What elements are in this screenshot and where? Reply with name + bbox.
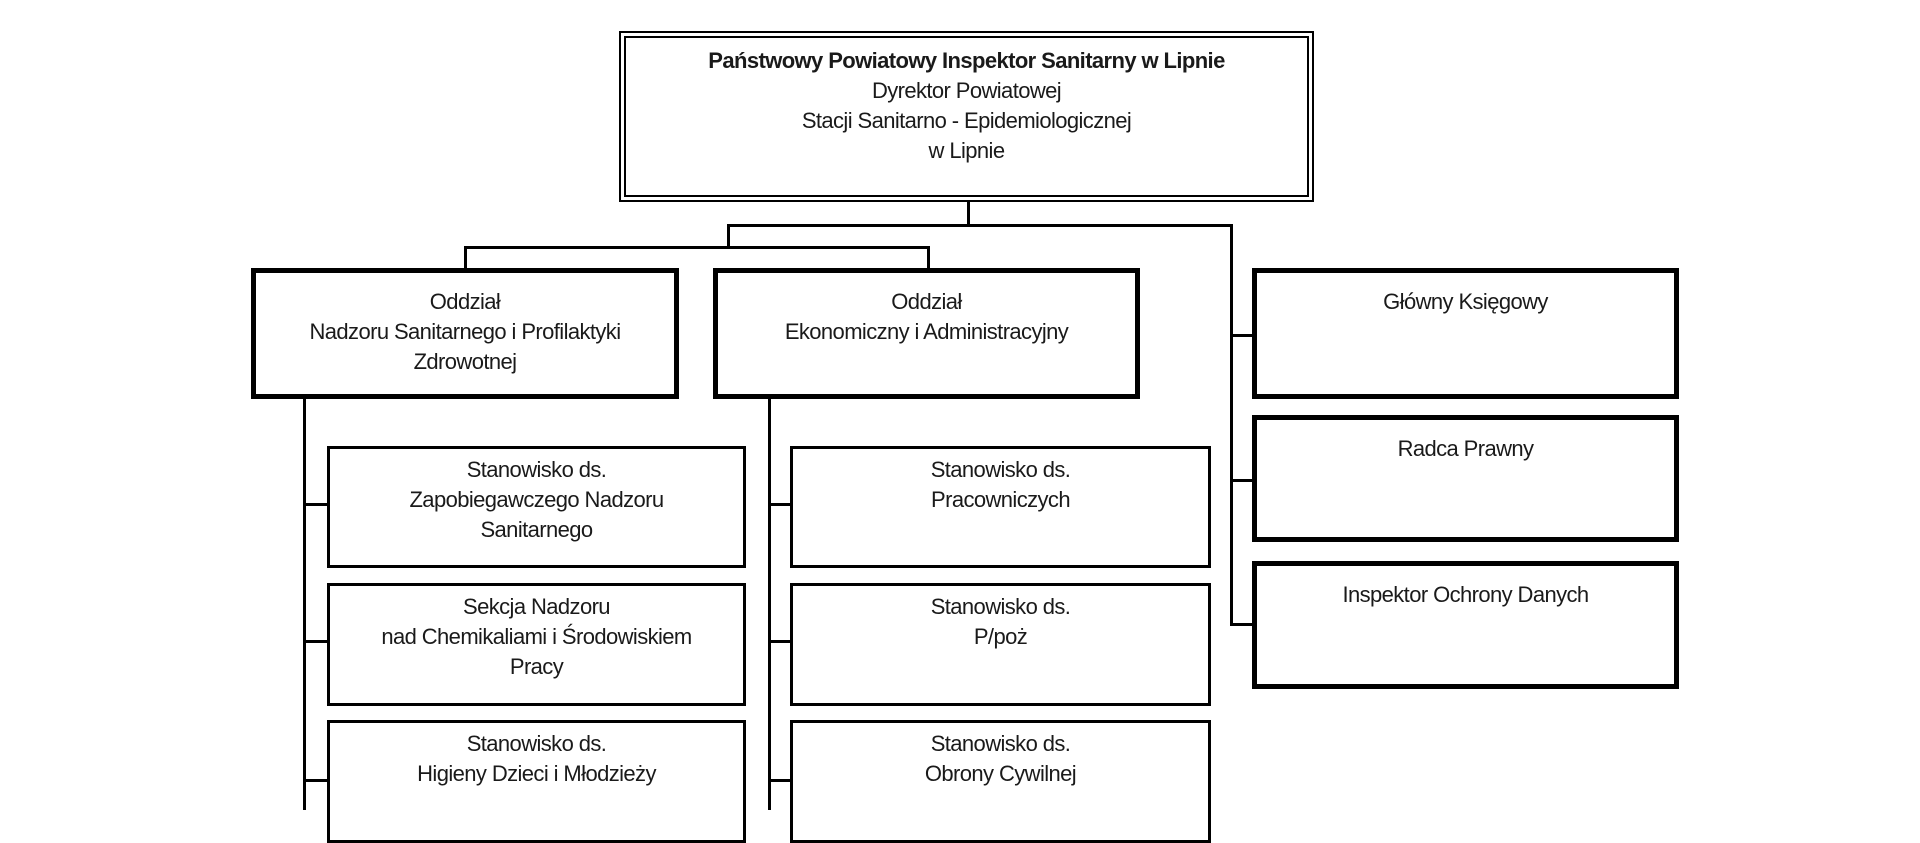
connector-unit-1-3 — [303, 779, 329, 782]
unit-box-preventive-supervision: Stanowisko ds. Zapobiegawczego Nadzoru S… — [327, 446, 746, 568]
connector-unit-1-2 — [303, 640, 329, 643]
connector-unit-2-1 — [768, 503, 792, 506]
connector-unit-2-2 — [768, 640, 792, 643]
position-label: Inspektor Ochrony Danych — [1342, 582, 1589, 607]
connector-dept-branch — [464, 246, 930, 249]
unit-label: Stanowisko ds. — [930, 594, 1071, 619]
unit-label: Pracowniczych — [931, 487, 1071, 512]
head-line: Stacji Sanitarno - Epidemiologicznej — [801, 108, 1132, 133]
connector-unit-2-3 — [768, 779, 792, 782]
unit-box-personnel: Stanowisko ds. Pracowniczych — [790, 446, 1211, 568]
connector-side-trunk — [1230, 224, 1233, 626]
head-line: w Lipnie — [928, 138, 1006, 163]
unit-label: Stanowisko ds. — [930, 731, 1071, 756]
position-box-legal-counsel: Radca Prawny — [1252, 415, 1679, 542]
department-label: Ekonomiczny i Administracyjny — [784, 319, 1069, 344]
connector-dept-1-trunk — [303, 396, 306, 810]
connector-side-1 — [1230, 334, 1254, 337]
unit-box-fire-safety: Stanowisko ds. P/poż — [790, 583, 1211, 706]
connector-dept-2-trunk — [768, 396, 771, 810]
unit-label: Obrony Cywilnej — [924, 761, 1077, 786]
unit-label: Stanowisko ds. — [466, 731, 607, 756]
connector-head-down — [967, 201, 970, 226]
unit-label: Pracy — [509, 654, 564, 679]
department-label: Oddział — [429, 289, 501, 314]
position-box-chief-accountant: Główny Księgowy — [1252, 268, 1679, 399]
connector-dept-2-drop — [927, 246, 930, 270]
department-label: Nadzoru Sanitarnego i Profilaktyki — [309, 319, 622, 344]
unit-label: P/poż — [973, 624, 1028, 649]
position-label: Radca Prawny — [1397, 436, 1534, 461]
position-label: Główny Księgowy — [1383, 289, 1548, 314]
unit-label: Zapobiegawczego Nadzoru — [409, 487, 664, 512]
unit-box-civil-defence: Stanowisko ds. Obrony Cywilnej — [790, 720, 1211, 843]
department-box-economic: Oddział Ekonomiczny i Administracyjny — [713, 268, 1140, 399]
connector-dept-1-drop — [464, 246, 467, 270]
unit-label: Stanowisko ds. — [466, 457, 607, 482]
unit-label: Sanitarnego — [480, 517, 593, 542]
head-title: Państwowy Powiatowy Inspektor Sanitarny … — [708, 48, 1225, 73]
unit-label: nad Chemikaliami i Środowiskiem — [381, 624, 692, 649]
connector-side-3 — [1230, 623, 1254, 626]
connector-head-branch — [727, 224, 1233, 227]
unit-box-child-hygiene: Stanowisko ds. Higieny Dzieci i Młodzież… — [327, 720, 746, 843]
connector-unit-1-1 — [303, 503, 329, 506]
connector-dept-trunk — [727, 224, 730, 249]
department-label: Oddział — [891, 289, 962, 314]
unit-box-chemicals-section: Sekcja Nadzoru nad Chemikaliami i Środow… — [327, 583, 746, 706]
unit-label: Stanowisko ds. — [930, 457, 1071, 482]
head-box: Państwowy Powiatowy Inspektor Sanitarny … — [619, 31, 1314, 202]
department-box-sanitary: Oddział Nadzoru Sanitarnego i Profilakty… — [251, 268, 679, 399]
head-line: Dyrektor Powiatowej — [871, 78, 1062, 103]
connector-side-2 — [1230, 479, 1254, 482]
unit-label: Higieny Dzieci i Młodzieży — [417, 761, 656, 786]
unit-label: Sekcja Nadzoru — [463, 594, 611, 619]
position-box-data-protection-officer: Inspektor Ochrony Danych — [1252, 561, 1679, 689]
department-label: Zdrowotnej — [413, 349, 517, 374]
